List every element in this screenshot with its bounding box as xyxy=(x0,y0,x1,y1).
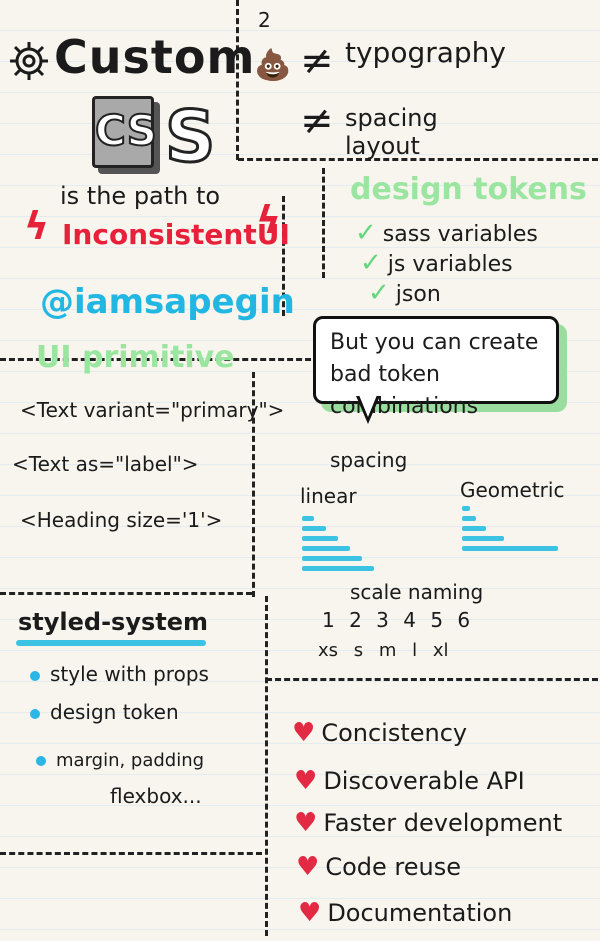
primitive-line-3: <Heading size='1'> xyxy=(20,508,223,532)
heart-icon: ♥ xyxy=(294,808,318,838)
heart-icon: ♥ xyxy=(298,898,322,928)
lightning-icon-left: ϟ xyxy=(24,204,50,248)
vertical-divider-middle xyxy=(282,196,285,316)
scale-naming-label: scale naming xyxy=(350,580,484,604)
bullet-icon xyxy=(30,670,40,681)
scale-numbers: 1 2 3 4 5 6 xyxy=(322,608,475,632)
ui-primitive-title: UI primitive xyxy=(36,340,235,375)
not-equal-icon: ≠ xyxy=(300,38,334,84)
spacing-title: spacing xyxy=(330,448,408,472)
bullet-icon xyxy=(30,708,40,719)
linear-bar xyxy=(302,546,350,551)
heart-icon: ♥ xyxy=(296,852,320,882)
benefit-item: ♥Code reuse xyxy=(296,852,461,882)
vertical-divider-left-col xyxy=(252,372,255,597)
linear-bar xyxy=(302,526,326,531)
linear-bar xyxy=(302,516,314,521)
design-token-item-1: ✓sass variables xyxy=(355,218,538,248)
vertical-divider-right xyxy=(322,168,325,278)
benefit-item: ♥Documentation xyxy=(298,898,513,928)
geometric-bar xyxy=(462,506,470,511)
vertical-divider-lower xyxy=(265,596,268,936)
linear-bar xyxy=(302,536,338,541)
styled-system-item-3: margin, padding xyxy=(36,750,204,771)
design-token-item-2: ✓js variables xyxy=(360,248,513,278)
gear-icon xyxy=(8,40,50,82)
geometric-label: Geometric xyxy=(460,478,565,502)
styled-system-item-1: style with props xyxy=(30,662,209,686)
horizontal-divider-left-lower xyxy=(0,592,252,595)
twitter-handle: @iamsapegin xyxy=(40,282,295,322)
primitive-line-2: <Text as="label"> xyxy=(12,452,199,476)
bullet-icon xyxy=(36,756,46,766)
check-icon: ✓ xyxy=(368,278,390,308)
benefit-item: ♥Faster development xyxy=(294,808,563,838)
primitive-line-1: <Text variant="primary"> xyxy=(20,398,285,422)
benefit-item: ♥Concistency xyxy=(292,718,468,748)
linear-bar xyxy=(302,556,362,561)
typography-text: typography xyxy=(345,36,506,69)
horizontal-divider-right-lower xyxy=(266,678,598,681)
geometric-bar xyxy=(462,546,558,551)
page-number: 2 xyxy=(258,8,271,32)
spacing-layout-text: spacing layout xyxy=(345,104,438,160)
speech-bubble-text: But you can create bad token combination… xyxy=(330,330,539,419)
geometric-bar xyxy=(462,536,504,541)
css-s-letter: S xyxy=(163,95,216,180)
inconsistent-ui-text: InconsistentUI xyxy=(62,218,290,251)
benefit-item: ♥Discoverable API xyxy=(294,766,525,796)
geometric-bar xyxy=(462,526,486,531)
linear-bar xyxy=(302,566,374,571)
styled-system-underline xyxy=(16,640,206,646)
check-icon: ✓ xyxy=(355,218,377,248)
horizontal-divider-top-right xyxy=(238,158,598,161)
scale-sizes: xs s m l xl xyxy=(318,640,449,661)
css-box-text: CS xyxy=(94,105,158,156)
page-title: Custom xyxy=(54,30,256,84)
styled-system-item-4: flexbox... xyxy=(110,784,202,808)
poop-icon: 💩 xyxy=(254,48,292,83)
design-token-item-3: ✓json xyxy=(368,278,441,308)
styled-system-title: styled-system xyxy=(18,608,209,636)
check-icon: ✓ xyxy=(360,248,382,278)
speech-bubble-tail-fill xyxy=(359,395,377,417)
css-box-logo: CS xyxy=(92,96,158,168)
not-equal-icon: ≠ xyxy=(300,98,334,144)
horizontal-divider-left-mid xyxy=(0,358,320,361)
lightning-icon-right: ϟ xyxy=(256,198,282,242)
vertical-divider-top xyxy=(236,0,239,160)
geometric-bar xyxy=(462,516,476,521)
heart-icon: ♥ xyxy=(292,718,316,748)
styled-system-item-2: design token xyxy=(30,700,179,724)
subtitle: is the path to xyxy=(60,182,221,210)
heart-icon: ♥ xyxy=(294,766,318,796)
design-tokens-title: design tokens xyxy=(350,172,587,207)
linear-label: linear xyxy=(300,484,357,508)
horizontal-divider-left-bottom xyxy=(0,852,262,855)
speech-bubble: But you can create bad token combination… xyxy=(313,316,559,419)
